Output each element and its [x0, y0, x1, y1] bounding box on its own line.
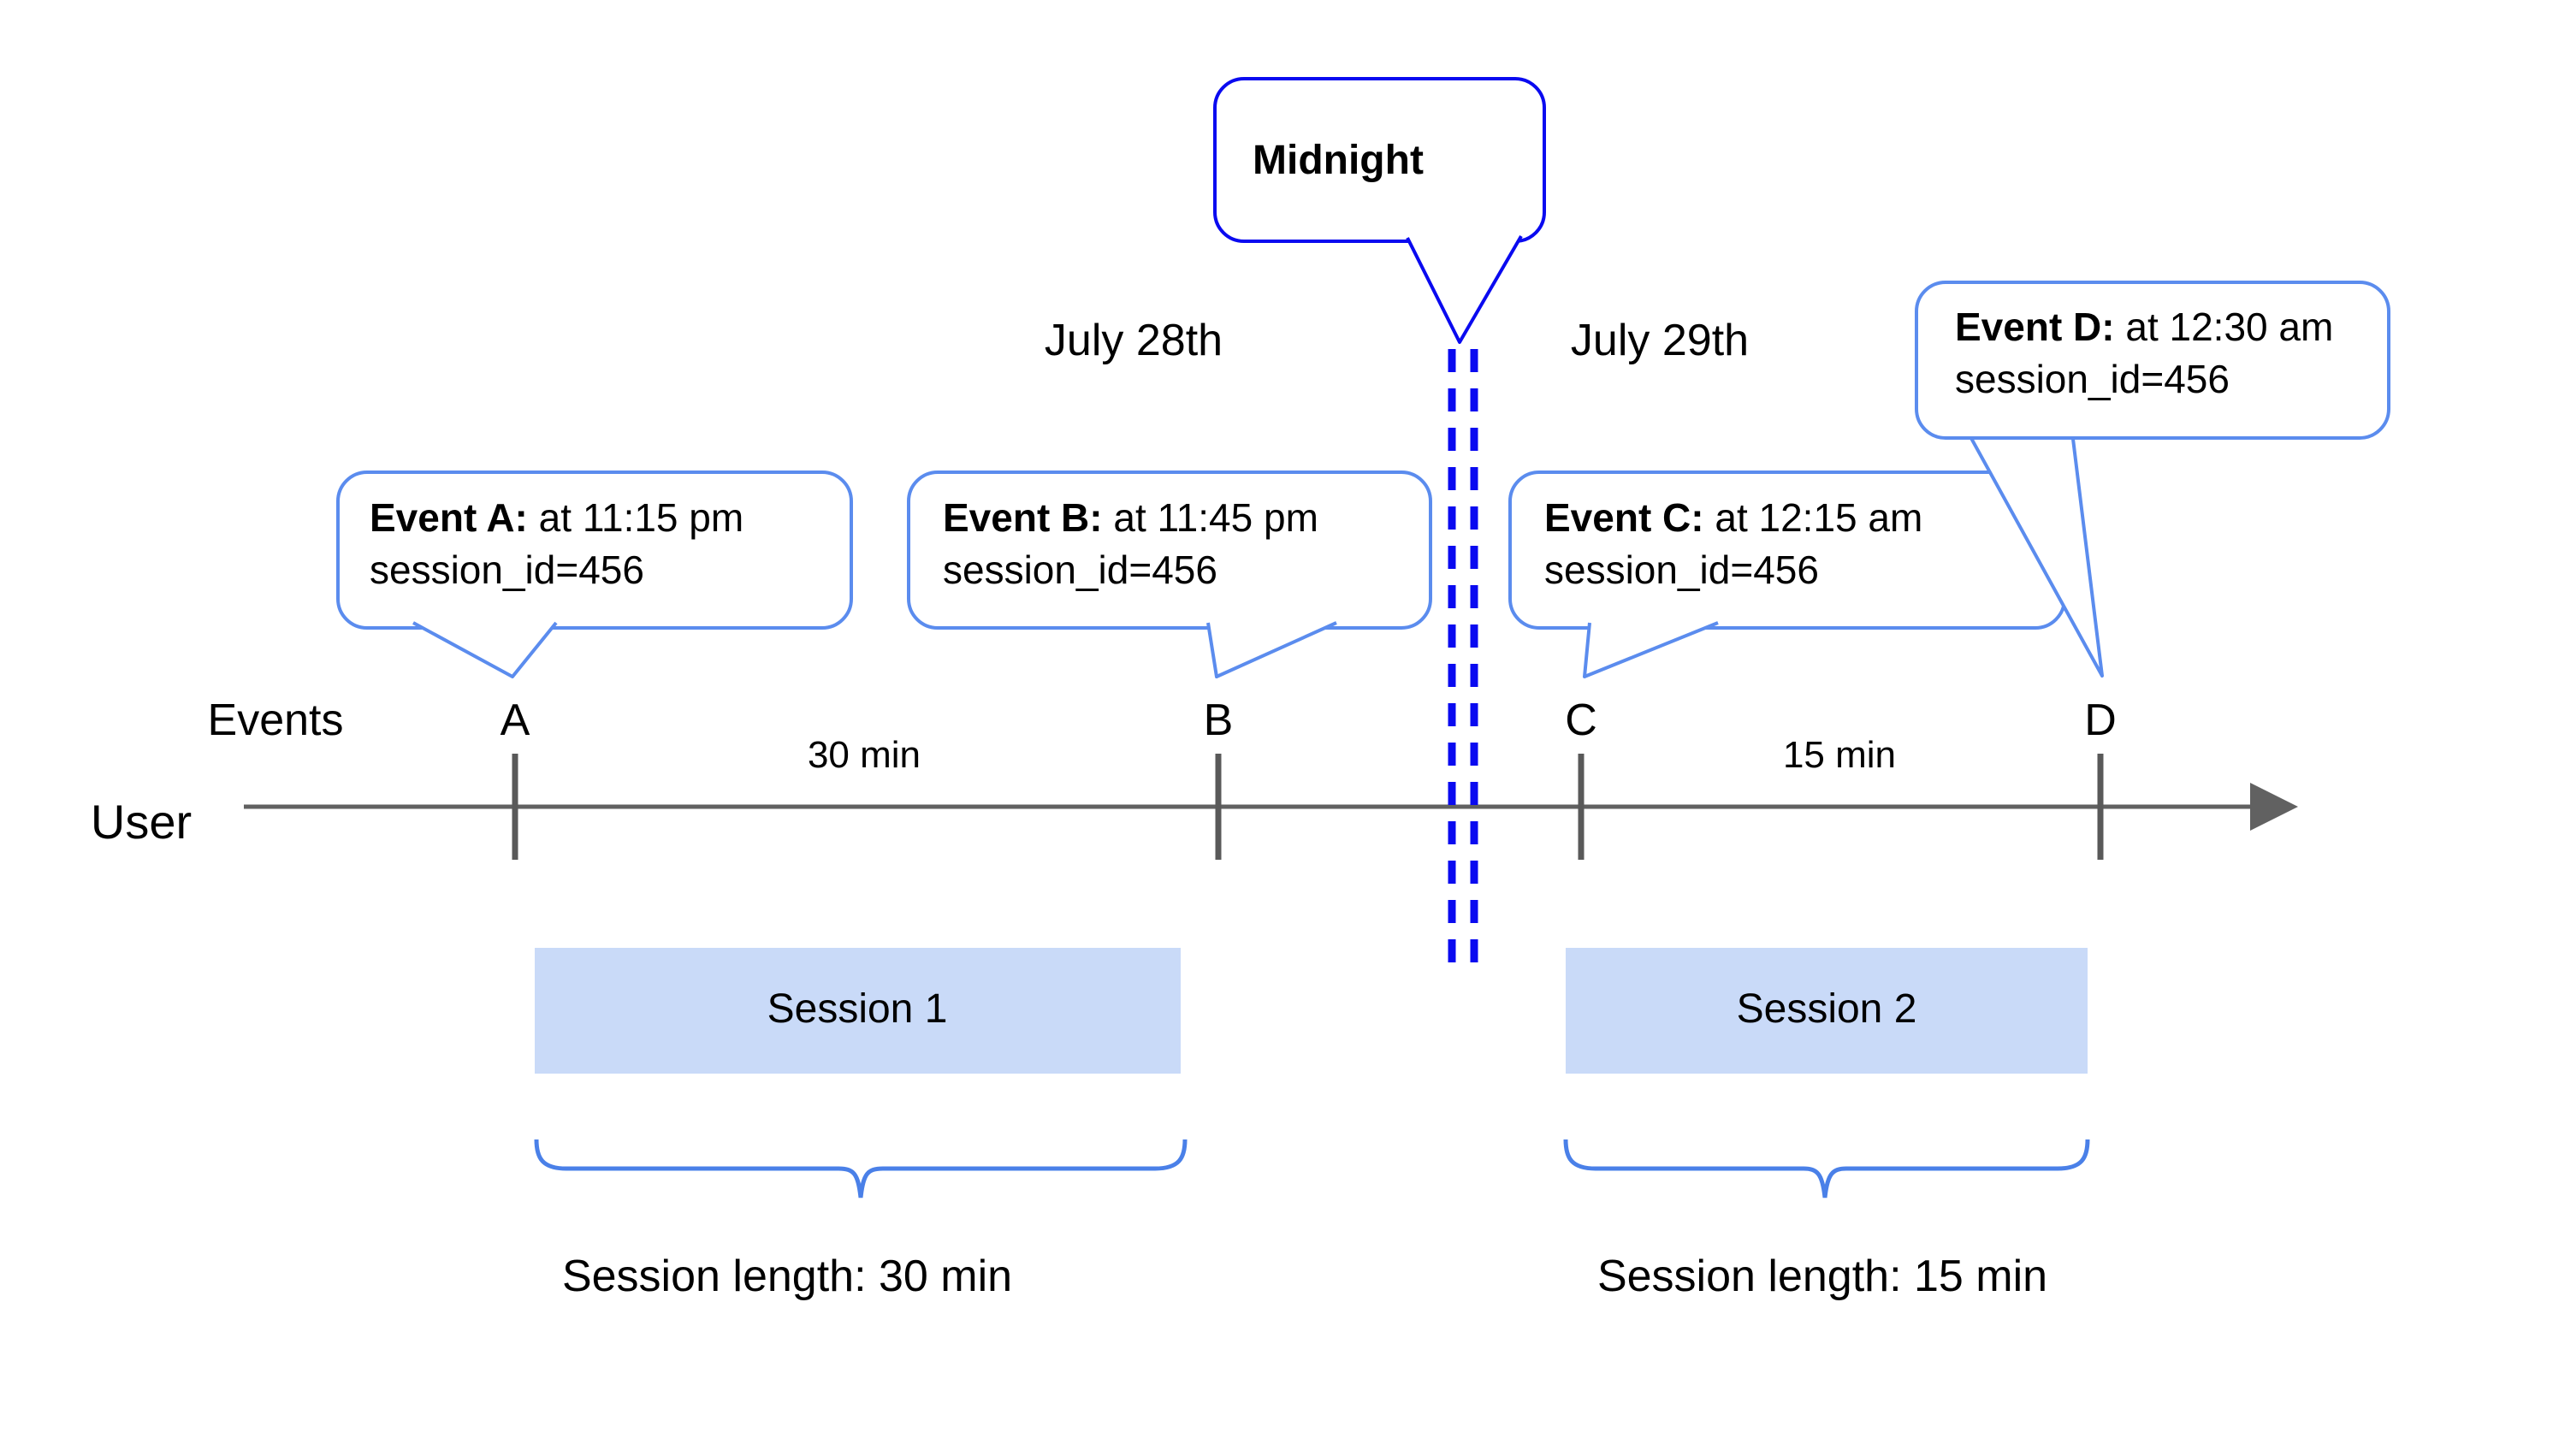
- event-a-time: at 11:15 pm: [527, 495, 744, 540]
- event-letter-b: B: [1203, 695, 1234, 745]
- event-c-time: at 12:15 am: [1703, 495, 1923, 540]
- date-label-july-29: July 29th: [1570, 316, 1750, 365]
- event-b-callout-tail: [1206, 621, 1337, 678]
- midnight-callout-bubble: [1213, 77, 1546, 243]
- event-d-callout-text: Event D: at 12:30 am session_id=456: [1955, 301, 2333, 405]
- event-c-callout-tail: [1583, 621, 1719, 678]
- session-1-name: Session 1: [767, 986, 948, 1032]
- gap-label-15-min: 15 min: [1782, 734, 1897, 776]
- event-a-callout-tail: [412, 621, 558, 678]
- event-a-line-1: Event A: at 11:15 pm: [370, 492, 743, 544]
- session-1-brace: [534, 1139, 1188, 1199]
- event-b-time: at 11:45 pm: [1102, 495, 1318, 540]
- session-1-length-label: Session length: 30 min: [561, 1252, 1013, 1301]
- event-letter-a: A: [500, 695, 530, 745]
- session-2-box: [1566, 948, 2088, 1074]
- event-d-callout-bubble: [1915, 281, 2390, 440]
- session-2-brace: [1563, 1139, 2090, 1199]
- event-letter-c: C: [1565, 695, 1597, 745]
- date-label-july-28: July 28th: [1044, 316, 1223, 365]
- event-d-session-id: session_id=456: [1955, 357, 2230, 401]
- event-a-session-id: session_id=456: [370, 547, 644, 592]
- gap-label-30-min: 30 min: [807, 734, 921, 776]
- event-a-label: Event A:: [370, 495, 528, 540]
- event-d-label: Event D:: [1955, 305, 2115, 349]
- event-c-session-id: session_id=456: [1544, 547, 1819, 592]
- session-1-box: [535, 948, 1181, 1074]
- midnight-callout-tail: [1406, 234, 1523, 344]
- event-c-label: Event C:: [1544, 495, 1704, 540]
- event-b-label: Event B:: [943, 495, 1103, 540]
- event-a-callout-bubble: [336, 471, 853, 630]
- user-axis-label: User: [90, 795, 193, 849]
- event-d-line-1: Event D: at 12:30 am: [1955, 301, 2333, 353]
- event-b-callout-text: Event B: at 11:45 pm session_id=456: [943, 492, 1318, 596]
- event-c-line-1: Event C: at 12:15 am: [1544, 492, 1922, 544]
- midnight-callout-label: Midnight: [1253, 138, 1424, 183]
- event-b-line-1: Event B: at 11:45 pm: [943, 492, 1318, 544]
- event-a-callout-text: Event A: at 11:15 pm session_id=456: [370, 492, 743, 596]
- session-2-name: Session 2: [1736, 986, 1917, 1032]
- event-c-callout-text: Event C: at 12:15 am session_id=456: [1544, 492, 1922, 596]
- event-d-time: at 12:30 am: [2114, 305, 2334, 349]
- event-letter-d: D: [2084, 695, 2117, 745]
- events-axis-label: Events: [207, 695, 344, 745]
- event-b-callout-bubble: [907, 471, 1432, 630]
- session-2-length-label: Session length: 15 min: [1596, 1252, 2048, 1301]
- event-d-callout-tail: [1966, 431, 2104, 678]
- event-b-session-id: session_id=456: [943, 547, 1217, 592]
- timeline-arrowhead: [2250, 783, 2298, 831]
